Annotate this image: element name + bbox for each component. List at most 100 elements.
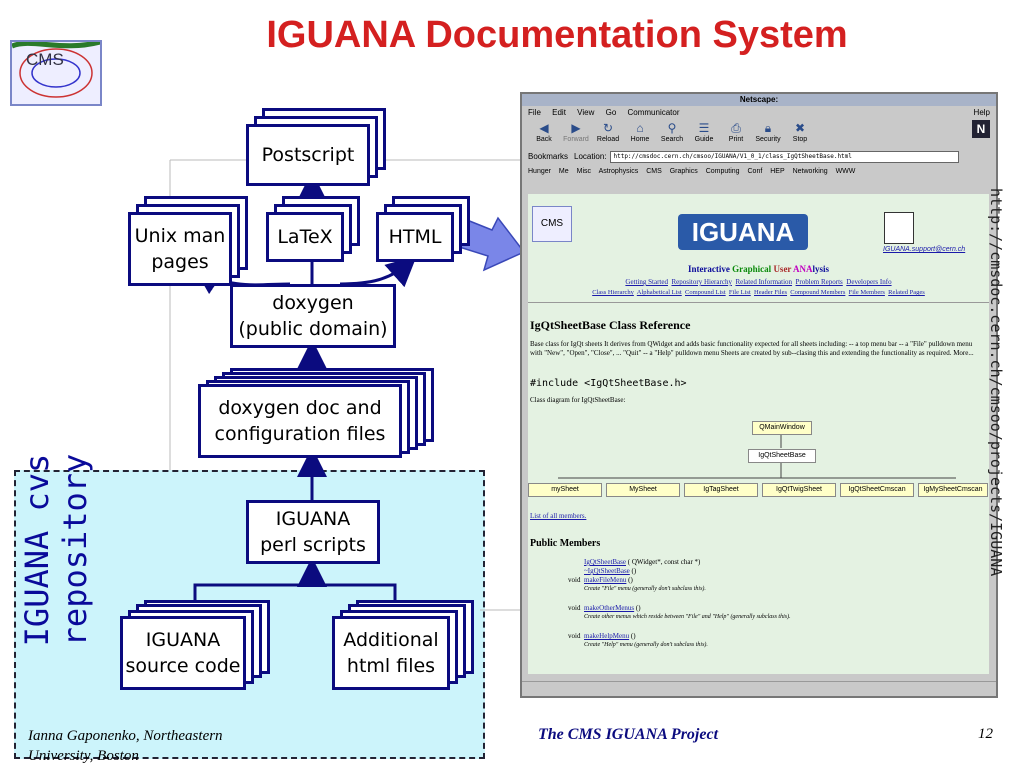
personal-networking[interactable]: Networking: [792, 168, 828, 175]
back-button[interactable]: ◀Back: [528, 120, 560, 150]
perl-line2: perl scripts: [260, 534, 366, 556]
doxygen-line2: (public domain): [238, 318, 388, 340]
personal-me[interactable]: Me: [558, 168, 569, 175]
nav-links-row2: Class Hierarchy Alphabetical List Compou…: [528, 289, 989, 296]
page-number: 12: [978, 726, 993, 742]
doxydoc-line2: configuration files: [214, 423, 386, 445]
guide-icon: ☰: [698, 121, 710, 135]
link-file-list[interactable]: File List: [728, 289, 751, 296]
member-note: Create other menus which reside between …: [584, 614, 791, 620]
link-compound-list[interactable]: Compound List: [685, 289, 726, 296]
source-line2: source code: [125, 655, 241, 677]
uml-child-5[interactable]: IgQtSheetCmscan: [840, 483, 914, 497]
menu-communicator[interactable]: Communicator: [627, 108, 680, 117]
menu-go[interactable]: Go: [605, 108, 617, 117]
link-problem-reports[interactable]: Problem Reports: [795, 278, 843, 286]
personal-graphics[interactable]: Graphics: [669, 168, 698, 175]
personal-hep[interactable]: HEP: [770, 168, 785, 175]
uml-qmainwindow[interactable]: QMainWindow: [752, 421, 812, 435]
uml-igqtsheetbase[interactable]: IgQtSheetBase: [748, 449, 816, 463]
reload-icon: ↻: [602, 121, 614, 135]
url-field[interactable]: http://cmsdoc.cern.ch/cmsoo/IGUANA/V1_0_…: [610, 151, 960, 163]
security-button[interactable]: 🔒︎Security: [752, 120, 784, 150]
link-repository-hierarchy[interactable]: Repository Hierarchy: [671, 278, 732, 286]
personal-cms[interactable]: CMS: [646, 168, 662, 175]
stop-button[interactable]: ✖Stop: [784, 120, 816, 150]
menu-help[interactable]: Help: [973, 108, 990, 117]
menu-file[interactable]: File: [528, 108, 541, 117]
forward-button[interactable]: ▶Forward: [560, 120, 592, 150]
link-compound-members[interactable]: Compound Members: [790, 289, 846, 296]
uml-child-3[interactable]: IgTagSheet: [684, 483, 758, 497]
personal-conf[interactable]: Conf: [747, 168, 763, 175]
personal-misc[interactable]: Misc: [576, 168, 591, 175]
status-bar: [522, 681, 996, 696]
location-label: Location:: [574, 152, 607, 161]
uml-child-6[interactable]: IgMySheetCmscan: [918, 483, 988, 497]
include-line: #include <IgQtSheetBase.h>: [530, 378, 687, 389]
tagline: Interactive Graphical User ANAlysis: [687, 264, 830, 274]
guide-button[interactable]: ☰Guide: [688, 120, 720, 150]
slide-title: IGUANA Documentation System: [266, 14, 848, 56]
uml-child-2[interactable]: MySheet: [606, 483, 680, 497]
window-title: Netscape:: [522, 94, 996, 106]
member-row: IgQtSheetBase ( QWidget*, const char *): [584, 558, 701, 566]
personal-www[interactable]: WWW: [835, 168, 856, 175]
cms-logo: CMS: [10, 40, 102, 106]
member-link[interactable]: makeHelpMenu: [584, 632, 630, 640]
iguana-logo-icon: [12, 42, 100, 98]
lock-icon: 🔒︎: [764, 121, 772, 135]
unixman-line1: Unix man: [134, 225, 226, 247]
uml-child-1[interactable]: mySheet: [528, 483, 602, 497]
menu-edit[interactable]: Edit: [552, 108, 566, 117]
link-developers-info[interactable]: Developers Info: [846, 278, 892, 286]
personal-computing[interactable]: Computing: [705, 168, 740, 175]
cms-small-logo: CMS: [532, 206, 572, 242]
member-row: ~IgQtSheetBase (): [584, 567, 637, 575]
link-file-members[interactable]: File Members: [848, 289, 885, 296]
link-class-hierarchy[interactable]: Class Hierarchy: [592, 289, 634, 296]
member-link[interactable]: IgQtSheetBase: [584, 558, 626, 566]
all-members-link[interactable]: List of all members.: [530, 512, 587, 520]
footer-project: The CMS IGUANA Project: [538, 726, 719, 743]
member-link[interactable]: makeOtherMenus: [584, 604, 635, 612]
cms-logo-text: CMS: [26, 50, 64, 69]
menu-bar: File Edit View Go Communicator Help: [522, 106, 996, 120]
support-email-link[interactable]: IGUANA.support@cern.ch: [883, 246, 966, 253]
side-url: http://cmsdoc.cern.ch/cmsoo/projects/IGU…: [987, 188, 1005, 577]
bookmarks-button[interactable]: Bookmarks: [528, 152, 569, 161]
link-alphabetical-list[interactable]: Alphabetical List: [636, 289, 682, 296]
html-stack: HTML: [376, 196, 470, 262]
personal-astrophysics[interactable]: Astrophysics: [598, 168, 639, 175]
uml-child-4[interactable]: IgQtTwigSheet: [762, 483, 836, 497]
unixman-line2: pages: [151, 251, 209, 273]
latex-node: LaTeX: [266, 212, 344, 262]
search-button[interactable]: ⚲Search: [656, 120, 688, 150]
source-line1: IGUANA: [145, 629, 221, 651]
member-link[interactable]: makeFileMenu: [584, 576, 627, 584]
unixman-stack: Unix man pages: [128, 196, 248, 286]
member-link[interactable]: ~IgQtSheetBase: [584, 567, 630, 575]
menu-view[interactable]: View: [577, 108, 595, 117]
source-node: IGUANA source code: [120, 616, 246, 690]
link-header-files[interactable]: Header Files: [754, 289, 788, 296]
print-button[interactable]: ⎙Print: [720, 120, 752, 150]
reload-button[interactable]: ↻Reload: [592, 120, 624, 150]
doxygen-node: doxygen(public domain): [230, 284, 396, 348]
navigation-toolbar: ◀Back ▶Forward ↻Reload ⌂Home ⚲Search ☰Gu…: [522, 120, 996, 150]
page-content[interactable]: CMS IGUANA IGUANA.support@cern.ch Intera…: [528, 194, 989, 674]
link-related-information[interactable]: Related Information: [735, 278, 793, 286]
uml-lines: [558, 433, 956, 479]
personal-hunger[interactable]: Hunger: [528, 168, 551, 175]
link-related-pages[interactable]: Related Pages: [888, 289, 925, 296]
stop-icon: ✖: [794, 121, 806, 135]
class-heading: IgQtSheetBase Class Reference: [530, 318, 691, 332]
latex-stack: LaTeX: [266, 196, 360, 262]
link-getting-started[interactable]: Getting Started: [625, 278, 668, 286]
home-button[interactable]: ⌂Home: [624, 120, 656, 150]
